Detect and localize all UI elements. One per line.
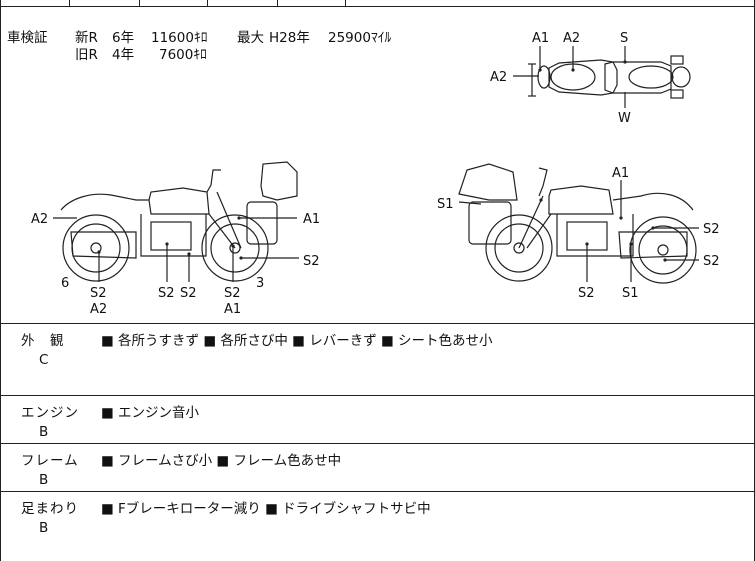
section-name: 外 観: [21, 333, 65, 349]
old-reg-distance: 7600ｷﾛ: [159, 47, 207, 63]
motorcycle-damage-diagram: A1 A2 S A2 W A2 A1 S2 6 3 S2 A2 S2 S2 S2…: [31, 31, 720, 317]
left-view-label-6: 6: [61, 276, 69, 291]
condition-engine: エンジン B ■ エンジン音小: [1, 395, 754, 441]
condition-suspension: 足まわり B ■ Fブレーキローター減り ■ ドライブシャフトサビ中: [1, 491, 754, 561]
left-view-label-s2-engine: S2: [158, 286, 175, 301]
right-view-label-s1-front: S1: [437, 197, 454, 212]
condition-frame: フレーム B ■ フレームさび小 ■ フレーム色あせ中: [1, 443, 754, 489]
top-view-label-a1: A1: [532, 31, 549, 46]
divider: [1, 395, 754, 396]
divider: [1, 443, 754, 444]
right-view-label-s1-frame: S1: [622, 286, 639, 301]
top-view-drawing: [528, 55, 691, 99]
top-view-label-s: S: [620, 31, 628, 46]
top-view-label-w: W: [618, 111, 631, 126]
left-view-label-s2-fork: S2: [224, 286, 241, 301]
left-view-label-s2-rear: S2: [90, 286, 107, 301]
new-reg-years: 6年: [112, 30, 135, 46]
section-name: フレーム: [21, 453, 79, 469]
divider: [1, 323, 754, 324]
right-view-label-s2-engine: S2: [578, 286, 595, 301]
right-side-view-drawing: [458, 163, 697, 284]
table-divider: [139, 0, 140, 6]
condition-exterior: 外 観 C ■ 各所うすきず ■ 各所さび中 ■ レバーきず ■ シート色あせ小: [1, 323, 754, 395]
callout-leaders: [53, 46, 699, 282]
section-notes: ■ Fブレーキローター減り ■ ドライブシャフトサビ中: [101, 501, 431, 517]
left-side-view-drawing: [60, 161, 298, 282]
inspection-label: 車検証: [7, 30, 48, 46]
table-divider: [207, 0, 208, 6]
section-grade: B: [39, 520, 49, 536]
right-view-label-s2-tail: S2: [703, 222, 720, 237]
right-view-label-a1: A1: [612, 166, 629, 181]
max-year: H28年: [269, 30, 310, 46]
section-notes: ■ フレームさび小 ■ フレーム色あせ中: [101, 453, 342, 469]
old-reg-label: 旧R: [75, 47, 98, 63]
section-grade: C: [39, 352, 49, 368]
table-divider: [277, 0, 278, 6]
top-table-edge: [1, 0, 754, 7]
max-miles: 25900ﾏｲﾙ: [328, 30, 392, 46]
right-view-label-s2-muffler: S2: [703, 254, 720, 269]
section-grade: B: [39, 472, 49, 488]
table-divider: [69, 0, 70, 6]
old-reg-years: 4年: [112, 47, 135, 63]
left-view-label-s2-frame: S2: [180, 286, 197, 301]
section-name: 足まわり: [21, 501, 79, 517]
divider: [1, 491, 754, 492]
new-reg-label: 新R: [75, 30, 98, 46]
table-divider: [345, 0, 346, 6]
top-view-label-a2: A2: [563, 31, 580, 46]
left-view-label-a2-rear: A2: [90, 302, 107, 317]
section-name: エンジン: [21, 405, 79, 421]
left-view-label-3: 3: [256, 276, 264, 291]
top-view-label-a2-front: A2: [490, 70, 507, 85]
left-view-label-s2-front: S2: [303, 254, 320, 269]
left-view-label-a2: A2: [31, 212, 48, 227]
left-view-label-a1-fork: A1: [224, 302, 241, 317]
left-view-label-a1: A1: [303, 212, 320, 227]
section-grade: B: [39, 424, 49, 440]
damage-marker-dots: [97, 60, 667, 262]
max-label: 最大: [237, 30, 264, 46]
section-notes: ■ エンジン音小: [101, 405, 200, 421]
new-reg-distance: 11600ｷﾛ: [151, 30, 208, 46]
section-notes: ■ 各所うすきず ■ 各所さび中 ■ レバーきず ■ シート色あせ小: [101, 333, 493, 349]
